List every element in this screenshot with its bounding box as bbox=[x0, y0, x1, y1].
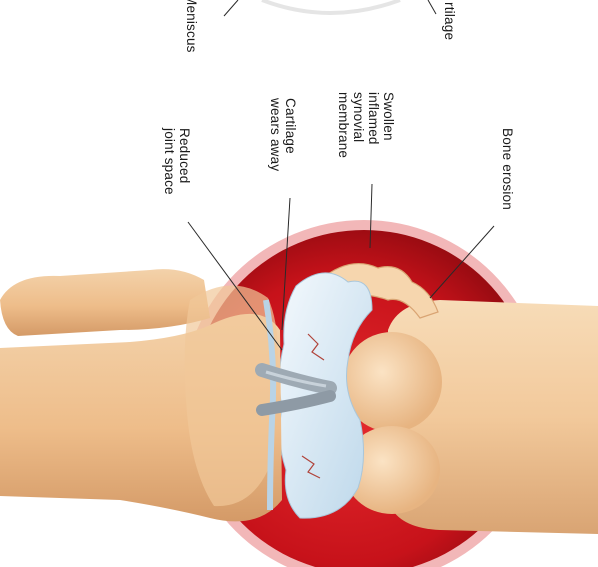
inset-circle-edge bbox=[262, 0, 400, 13]
label-swollen-inflamed-synovial-membrane: Swollen inflamed synovial membrane bbox=[336, 92, 396, 158]
cartilage-leader-line bbox=[428, 0, 436, 14]
label-reduced-joint-space: Reduced joint space bbox=[162, 128, 192, 195]
label-bone-erosion: Bone erosion bbox=[500, 128, 515, 210]
meniscus-leader-line bbox=[224, 0, 238, 16]
label-cartilage: rtilage bbox=[442, 2, 457, 40]
tibia-plateau-highlight bbox=[185, 285, 278, 506]
fibula-shaft bbox=[0, 269, 210, 336]
label-cartilage-wears-away: Cartilage wears away bbox=[268, 98, 298, 171]
label-meniscus: Meniscus bbox=[184, 0, 199, 53]
